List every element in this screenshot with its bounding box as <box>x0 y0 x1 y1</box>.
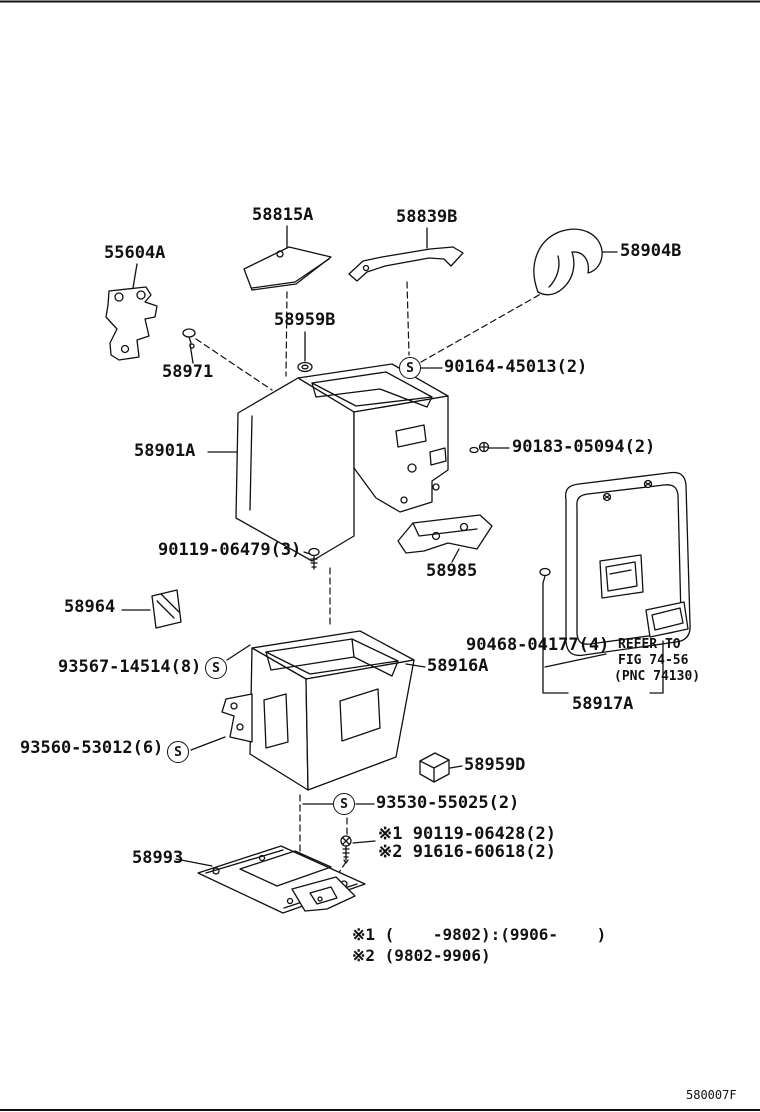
part-label-91616-60618: ※2 91616-60618(2) <box>378 842 557 862</box>
part-label-90119-06428: ※1 90119-06428(2) <box>378 824 557 844</box>
part-label-58959d: 58959D <box>464 755 526 775</box>
part-label-93567-14514: 93567-14514(8) <box>58 657 202 677</box>
part-label-58815a: 58815A <box>252 205 314 225</box>
part-58959b-grommet <box>297 361 313 373</box>
refer-note-line2: FIG 74-56 <box>618 653 689 668</box>
part-label-58964: 58964 <box>64 597 116 617</box>
part-58993-base-plate <box>197 845 366 914</box>
part-label-90468-04177: 90468-04177(4) <box>466 635 610 655</box>
part-label-90183-05094: 90183-05094(2) <box>512 437 656 457</box>
part-90183-bolt <box>469 441 490 454</box>
part-label-93560-53012: 93560-53012(6) <box>20 738 164 758</box>
part-58916a-lower-frame <box>221 630 415 791</box>
part-label-58993: 58993 <box>132 848 184 868</box>
part-label-58916a: 58916A <box>427 656 489 676</box>
part-label-93530-55025: 93530-55025(2) <box>376 793 520 813</box>
part-58971-clip <box>182 328 196 349</box>
part-label-58839b: 58839B <box>396 207 458 227</box>
part-label-90119-06479: 90119-06479(3) <box>158 540 302 560</box>
part-label-58971: 58971 <box>162 362 214 382</box>
footnote-line1: ※1 ( -9802):(9906- ) <box>352 925 607 944</box>
part-label-58901a: 58901A <box>134 441 196 461</box>
refer-note-line1: REFER TO <box>618 637 681 652</box>
part-90468-clip <box>539 567 551 584</box>
refer-note-line3: (PNC 74130) <box>614 669 701 684</box>
part-label-58985: 58985 <box>426 561 478 581</box>
part-58839b-strip <box>348 246 464 282</box>
part-58964-pad <box>151 589 182 629</box>
screw-kit-symbol-icon: S <box>205 657 227 679</box>
screw-kit-symbol-icon: S <box>333 793 355 815</box>
part-55604a-bracket <box>105 286 158 361</box>
screw-kit-symbol-icon: S <box>167 741 189 763</box>
part-58904b-cap <box>533 228 603 296</box>
part-label-58959b: 58959B <box>274 310 336 330</box>
part-label-58917a: 58917A <box>572 694 634 714</box>
part-label-55604a: 55604A <box>104 243 166 263</box>
figure-code: 580007F <box>686 1088 737 1102</box>
part-58815a-panel <box>243 246 332 291</box>
part-refer-latch <box>645 601 689 638</box>
footnote-line2: ※2 (9802-9906) <box>352 946 491 965</box>
part-58959d-block <box>419 752 450 783</box>
part-fastener-screw <box>340 835 352 864</box>
part-58985-bracket <box>397 514 493 554</box>
part-label-90164-45013: 90164-45013(2) <box>444 357 588 377</box>
part-90119-06479-screw <box>308 547 320 570</box>
part-label-58904b: 58904B <box>620 241 682 261</box>
leader-lines <box>121 225 664 867</box>
screw-kit-symbol-icon: S <box>399 357 421 379</box>
